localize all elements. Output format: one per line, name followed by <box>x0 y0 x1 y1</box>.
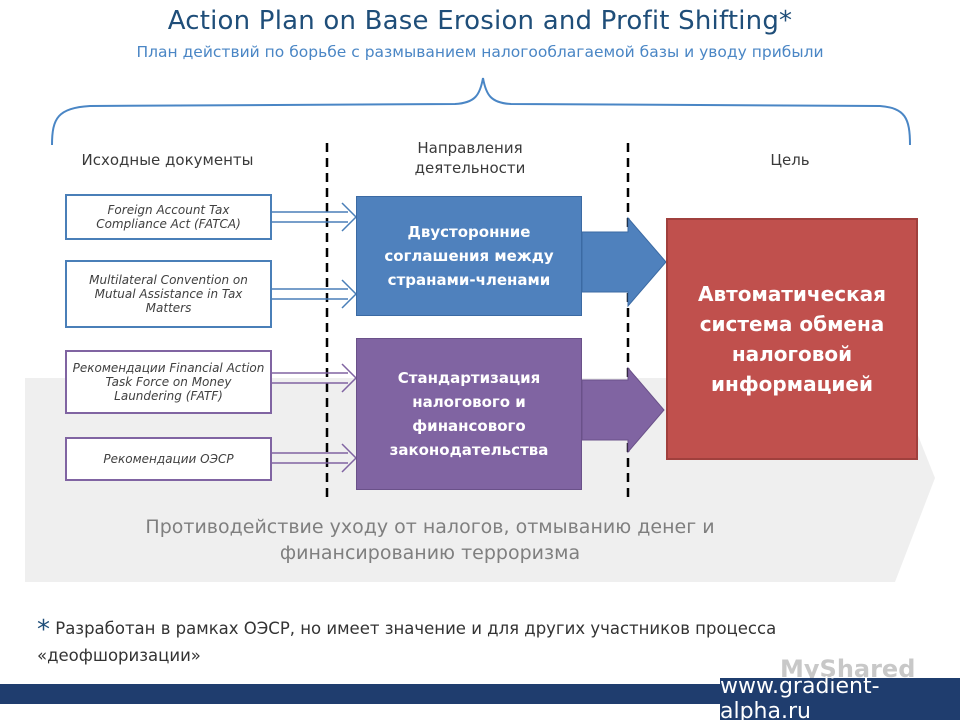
source-box-fatca: Foreign Account Tax Compliance Act (FATC… <box>65 194 272 240</box>
source-label: Foreign Account Tax Compliance Act (FATC… <box>96 203 241 231</box>
column-label-directions: Направления деятельности <box>414 139 526 177</box>
direction-box-bilateral: Двусторонние соглашения между странами-ч… <box>356 196 582 316</box>
goal-label: Автоматическая система обмена налоговой … <box>698 282 886 396</box>
source-box-convention: Multilateral Convention on Mutual Assist… <box>65 260 272 328</box>
direction-label: Двусторонние соглашения между странами-ч… <box>384 223 554 289</box>
column-label-sources: Исходные документы <box>81 151 254 169</box>
footnote: * Разработан в рамках ОЭСР, но имеет зна… <box>37 616 857 669</box>
column-label-goal: Цель <box>770 151 810 169</box>
background-band-lower <box>25 582 735 640</box>
page-subtitle: План действий по борьбе с размыванием на… <box>136 43 824 61</box>
arrow-blue-to-goal <box>581 216 667 308</box>
direction-label: Стандартизация налогового и финансового … <box>389 369 549 459</box>
arrow-purple-to-goal <box>581 366 665 454</box>
website-label: www.gradient-alpha.ru <box>720 674 880 724</box>
source-box-oecd: Рекомендации ОЭСР <box>65 437 272 481</box>
source-label: Рекомендации Financial Action Task Force… <box>72 361 265 403</box>
page-title: Action Plan on Base Erosion and Profit S… <box>167 6 793 36</box>
curly-brace <box>51 77 911 146</box>
source-label: Multilateral Convention on Mutual Assist… <box>89 273 248 315</box>
direction-box-standardization: Стандартизация налогового и финансового … <box>356 338 582 490</box>
footnote-text: Разработан в рамках ОЭСР, но имеет значе… <box>37 619 777 665</box>
source-arrow-2 <box>272 279 358 309</box>
website-link[interactable]: www.gradient-alpha.ru <box>720 674 960 724</box>
source-box-fatf: Рекомендации Financial Action Task Force… <box>65 350 272 414</box>
source-label: Рекомендации ОЭСР <box>103 452 234 466</box>
band-caption: Противодействие уходу от налогов, отмыва… <box>145 516 715 564</box>
source-arrow-1 <box>272 202 358 232</box>
goal-box: Автоматическая система обмена налоговой … <box>666 218 918 460</box>
footnote-star: * <box>37 615 50 645</box>
